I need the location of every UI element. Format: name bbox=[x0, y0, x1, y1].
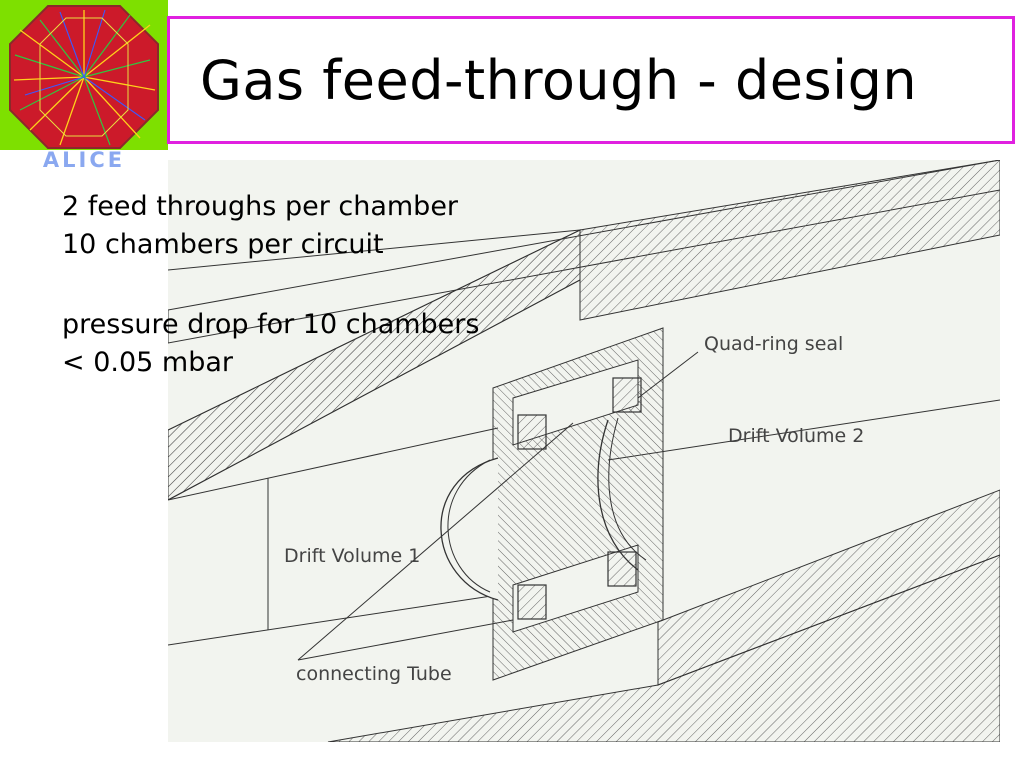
label-connecting-tube: connecting Tube bbox=[296, 663, 452, 685]
label-quad-ring-seal: Quad-ring seal bbox=[704, 333, 843, 355]
feedthrough-drawing: Quad-ring seal Drift Volume 2 Drift Volu… bbox=[167, 159, 1001, 743]
bullet-line-1: 2 feed throughs per chamber bbox=[62, 191, 459, 222]
slide-title: Gas feed-through - design bbox=[200, 49, 918, 112]
bullet-line-3: pressure drop for 10 chambers bbox=[62, 309, 480, 340]
label-drift-volume-2: Drift Volume 2 bbox=[728, 425, 864, 447]
title-box: Gas feed-through - design bbox=[167, 16, 1015, 144]
bullet-line-2: 10 chambers per circuit bbox=[62, 229, 384, 260]
alice-logo-text: ALICE bbox=[43, 148, 125, 170]
bullet-text: 2 feed throughs per chamber 10 chambers … bbox=[62, 188, 479, 382]
alice-logo: ALICE bbox=[0, 0, 168, 172]
bullet-line-4: < 0.05 mbar bbox=[62, 347, 233, 378]
label-drift-volume-1: Drift Volume 1 bbox=[284, 545, 420, 567]
